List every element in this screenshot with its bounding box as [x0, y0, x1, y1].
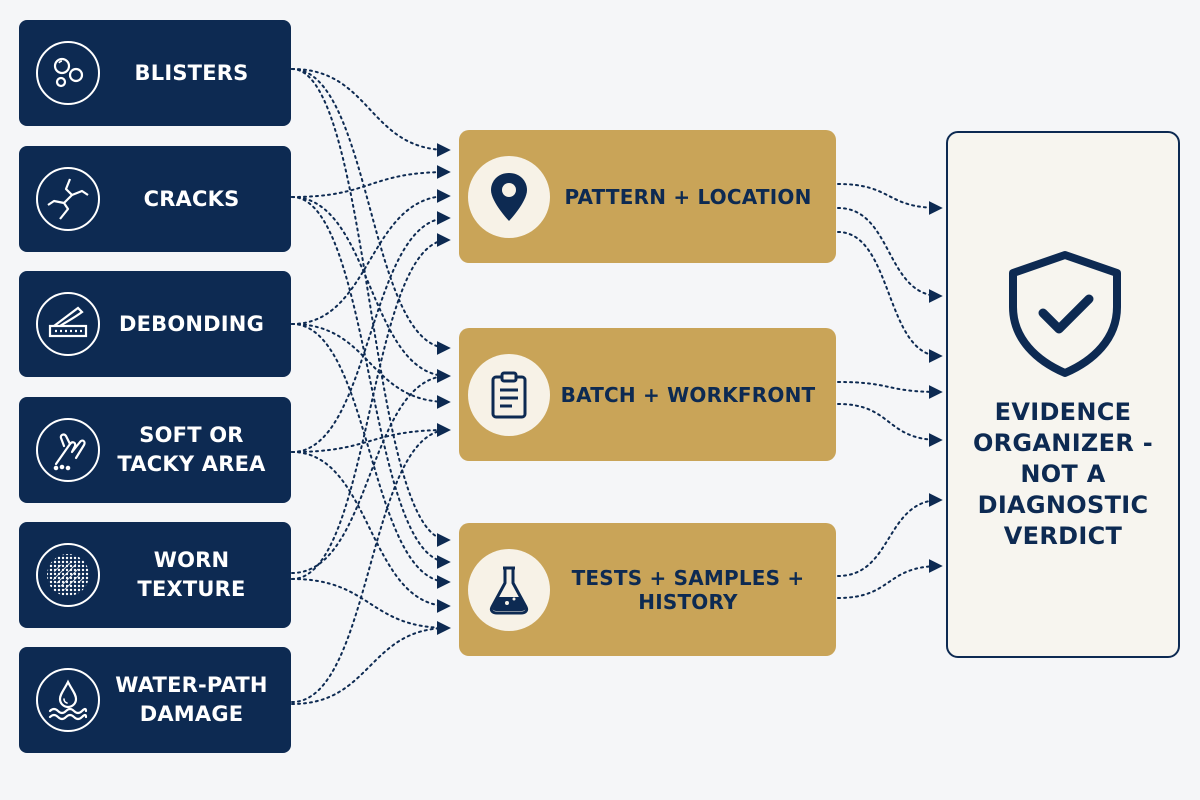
connector-arrow — [291, 196, 451, 383]
connector-arrow — [291, 68, 451, 355]
connector-arrow — [291, 451, 451, 613]
connector-arrow — [291, 323, 451, 409]
peeling-layer-icon — [48, 306, 88, 338]
category-tests-samples-history: TESTS + SAMPLES + HISTORY — [459, 523, 836, 656]
symptom-label: WATER-PATH DAMAGE — [115, 673, 268, 726]
category-label: PATTERN + LOCATION — [564, 184, 812, 209]
connector-arrow — [291, 323, 451, 589]
symptom-label: CRACKS — [143, 186, 240, 211]
connector-arrow — [291, 233, 451, 580]
connector-arrow — [837, 493, 943, 577]
connector-arrow — [291, 578, 451, 635]
category-label: BATCH + WORKFRONT — [560, 382, 816, 407]
symptom-label: DEBONDING — [118, 311, 265, 336]
connector-arrow — [291, 423, 451, 453]
connector-arrow — [291, 68, 451, 547]
symptom-blisters: BLISTERS — [19, 20, 291, 126]
bubbles-icon — [53, 57, 84, 88]
symptom-label: BLISTERS — [134, 60, 249, 85]
connector-arrow — [837, 381, 943, 399]
symptom-water-path: WATER-PATH DAMAGE — [19, 647, 291, 753]
connector-arrow — [291, 196, 451, 569]
connector-arrow — [837, 403, 943, 447]
clipboard-icon — [491, 371, 527, 418]
symptom-soft-tacky: SOFT OR TACKY AREA — [19, 397, 291, 503]
organizer-label: EVIDENCE ORGANIZER - NOT A DIAGNOSTIC VE… — [972, 398, 1154, 550]
connector-arrow — [291, 369, 451, 574]
symptom-worn-texture: WORN TEXTURE — [19, 522, 291, 628]
location-pin-icon — [491, 172, 527, 221]
category-label: TESTS + SAMPLES + HISTORY — [571, 565, 805, 614]
connector-arrow — [837, 559, 943, 599]
connector-arrow — [837, 183, 943, 215]
symptom-label: WORN TEXTURE — [137, 548, 246, 601]
finger-press-icon — [53, 433, 86, 471]
connector-arrow — [291, 423, 451, 703]
category-batch-workfront: BATCH + WORKFRONT — [459, 328, 836, 461]
symptom-cracks: CRACKS — [19, 146, 291, 252]
connector-arrow — [291, 189, 451, 325]
connector-arrow — [291, 165, 451, 198]
symptom-label: SOFT OR TACKY AREA — [117, 423, 266, 476]
crack-icon — [47, 178, 89, 220]
water-drop-icon — [48, 679, 88, 721]
evidence-organizer-panel: EVIDENCE ORGANIZER - NOT A DIAGNOSTIC VE… — [946, 131, 1180, 658]
connector-arrow — [837, 207, 943, 303]
flask-icon — [489, 566, 529, 614]
category-pattern-location: PATTERN + LOCATION — [459, 130, 836, 263]
shield-check-icon — [1009, 251, 1121, 377]
connector-arrow — [291, 68, 451, 157]
connector-arrow — [291, 621, 451, 705]
connector-arrow — [837, 231, 943, 363]
worn-texture-icon — [47, 554, 89, 596]
connector-arrow — [291, 211, 451, 453]
symptom-debonding: DEBONDING — [19, 271, 291, 377]
